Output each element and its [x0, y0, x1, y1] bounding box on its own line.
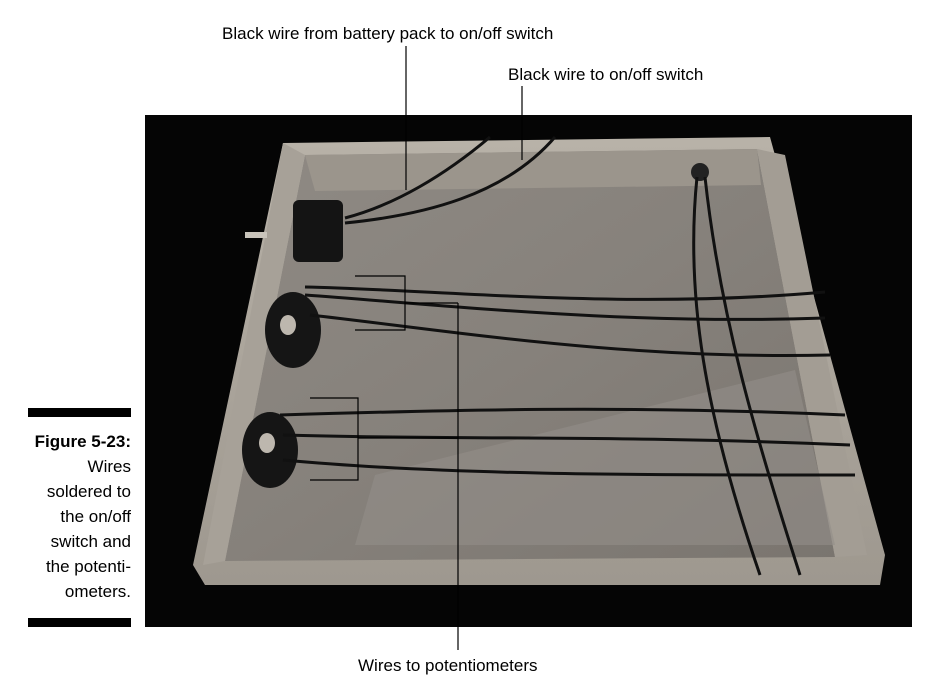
caption-line: ometers. [64, 582, 131, 601]
wired-box-photo [145, 115, 912, 627]
callout-battery-wire: Black wire from battery pack to on/off s… [222, 24, 554, 43]
box-right-wall [757, 149, 867, 557]
wire [703, 176, 802, 576]
caption-rule-bottom [28, 618, 131, 627]
potentiometer-upper-knob [280, 315, 296, 335]
box-left-wall [203, 143, 305, 565]
battery-wire [344, 135, 491, 220]
switch-wire [344, 136, 557, 225]
jack-wires [692, 176, 802, 576]
caption-line: soldered to [46, 482, 131, 501]
figure-label: Figure 5-23: [34, 432, 131, 451]
figure-caption: Figure 5-23: Wires soldered to the on/of… [20, 429, 131, 604]
caption-line: Wires [87, 457, 131, 476]
box-back-wall [305, 149, 761, 191]
caption-line: the on/off [60, 507, 131, 526]
caption-rule-top [28, 408, 131, 417]
caption-line: the potenti- [45, 557, 131, 576]
jack [691, 163, 709, 181]
switch-toggle [245, 232, 267, 238]
on-off-switch [293, 200, 343, 262]
potentiometer-lower-knob [259, 433, 275, 453]
wire [692, 176, 762, 576]
caption-line: switch and [50, 532, 131, 551]
callout-potentiometer-wires: Wires to potentiometers [358, 656, 538, 675]
callout-switch-wire: Black wire to on/off switch [508, 65, 704, 84]
switch-wires [344, 135, 557, 225]
